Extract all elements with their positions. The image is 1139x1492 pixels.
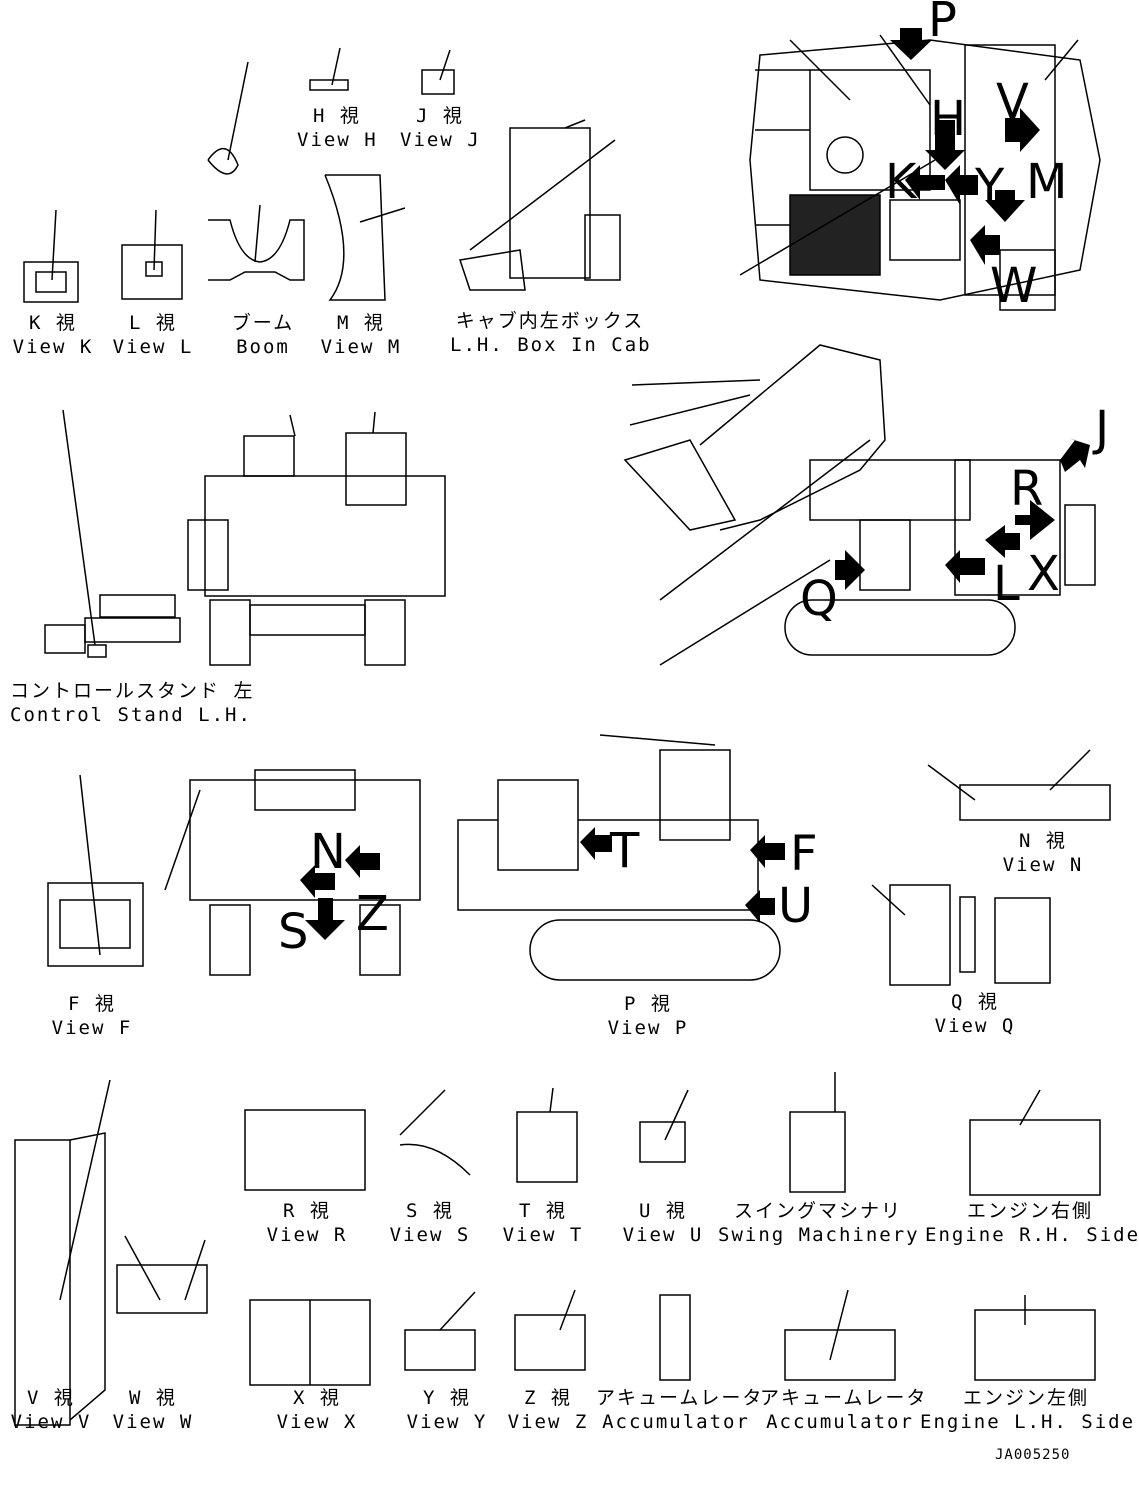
control-stand-sketch — [44, 409, 181, 658]
cab-box-sketch — [459, 119, 621, 291]
view-h-sketch — [309, 47, 349, 91]
accumulator-2-sketch — [784, 1289, 896, 1381]
side-view-machine — [623, 344, 1096, 666]
accumulator-1-sketch — [659, 1294, 691, 1381]
callout-p: P — [928, 0, 957, 48]
right-side-machine — [457, 734, 781, 981]
callout-y: Y — [975, 159, 1005, 215]
rear-view-arrows — [300, 845, 380, 940]
document-id: JA005250 — [995, 1447, 1071, 1463]
right-side-arrows — [580, 827, 785, 923]
view-n-sketch — [927, 749, 1111, 821]
rear-view-machine — [164, 769, 421, 976]
callout-f: F — [790, 826, 818, 882]
boom-hook-sketch — [207, 61, 249, 175]
view-z-sketch — [514, 1289, 586, 1371]
view-k-sketch — [23, 209, 79, 303]
view-x-sketch — [249, 1299, 371, 1386]
callout-h: H — [930, 91, 967, 147]
view-r-sketch — [244, 1109, 366, 1191]
side-view-arrows — [835, 438, 1090, 590]
machine-top-view — [739, 34, 1101, 311]
top-view-arrows — [890, 28, 1040, 265]
callout-w: W — [990, 258, 1038, 314]
callout-q: Q — [800, 571, 838, 627]
view-f-sketch — [47, 774, 144, 967]
callout-n: N — [310, 824, 346, 880]
boom-sketch — [208, 204, 305, 281]
view-w-sketch — [116, 1235, 208, 1314]
swing-machinery-sketch — [789, 1072, 846, 1193]
view-v-sketch — [14, 1079, 111, 1426]
view-u-sketch — [639, 1089, 689, 1163]
callout-r: R — [1010, 461, 1044, 517]
view-q-sketch — [871, 884, 1051, 986]
front-view-machine — [187, 411, 446, 666]
view-j-sketch — [421, 49, 455, 95]
callout-m: M — [1026, 154, 1068, 210]
view-t-sketch — [516, 1087, 578, 1183]
callout-x: X — [1027, 546, 1060, 602]
callout-j: J — [1095, 401, 1110, 457]
engine-lh-sketch — [974, 1295, 1096, 1381]
callout-t: T — [610, 823, 640, 879]
callout-z: Z — [356, 886, 389, 942]
view-l-sketch — [121, 209, 183, 300]
view-m-sketch — [324, 174, 406, 301]
view-s-sketch — [399, 1089, 471, 1176]
callout-s: S — [278, 904, 309, 960]
callout-v: V — [996, 74, 1029, 130]
engine-rh-sketch — [969, 1089, 1101, 1196]
callout-k: K — [885, 154, 917, 210]
callout-u: U — [778, 878, 814, 934]
view-y-sketch — [404, 1291, 476, 1371]
callout-l: L — [993, 556, 1020, 612]
